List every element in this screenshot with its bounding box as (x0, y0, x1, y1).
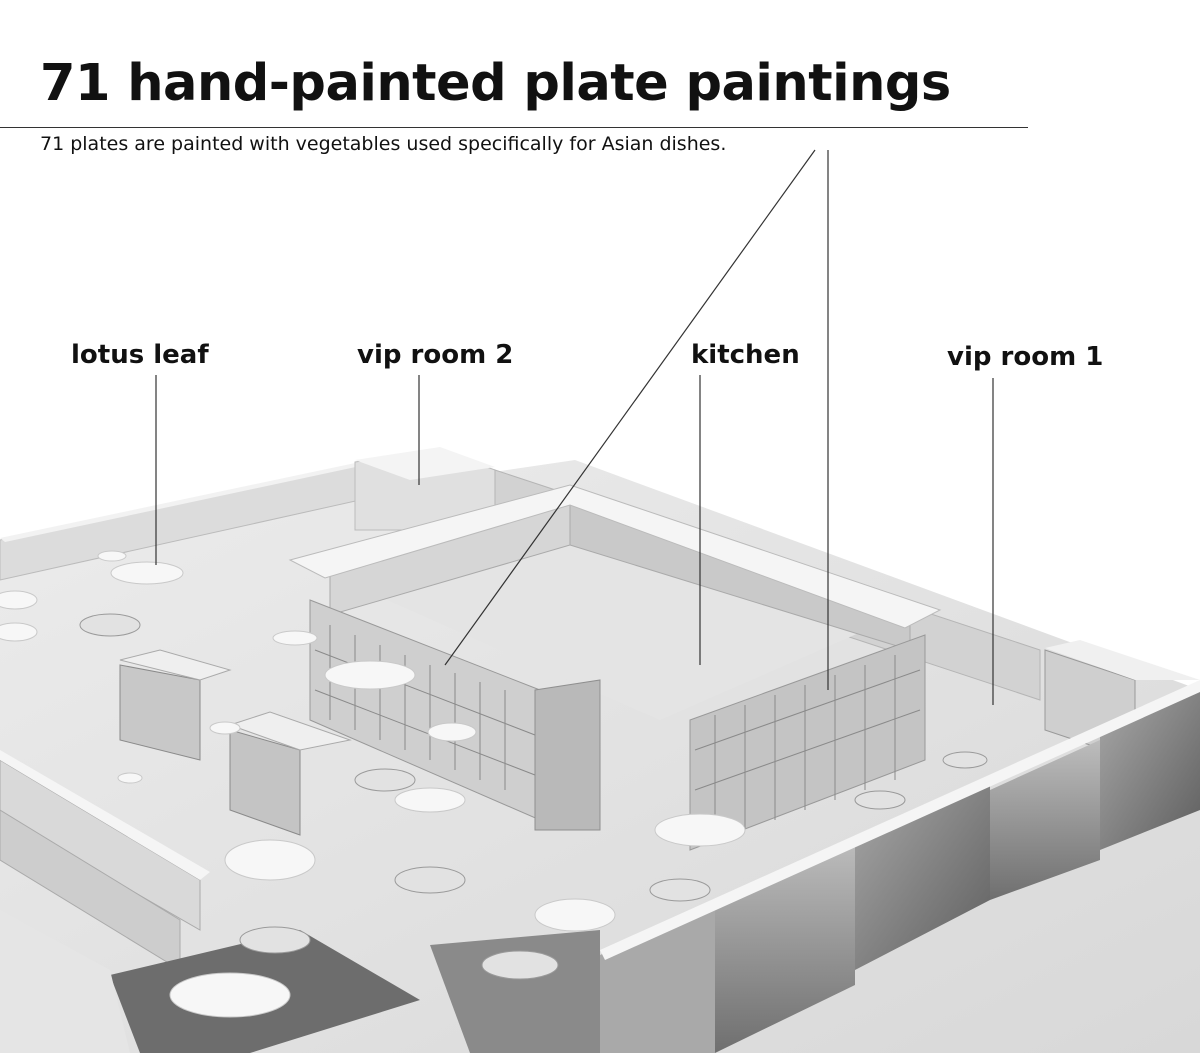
kitchen-column (534, 679, 601, 831)
bookshelf-block-2-top (228, 711, 352, 751)
bar-counter (0, 759, 201, 931)
page-title: 71 hand-painted plate paintings (40, 54, 951, 113)
floor-light-patch (0, 910, 130, 1053)
label-vip-room-2: vip room 2 (357, 340, 514, 370)
dining-tables (79, 613, 988, 980)
bar-counter-top (0, 750, 210, 880)
bookshelf-block-1 (119, 664, 201, 761)
lotus-leaf-sculptures (0, 550, 746, 1018)
floor-shadow-patch-2 (430, 930, 600, 1053)
leader-lines (155, 149, 994, 705)
label-lotus-leaf: lotus leaf (71, 340, 209, 370)
bookshelf-block-2 (229, 729, 301, 836)
page-subtitle: 71 plates are painted with vegetables us… (40, 133, 727, 155)
kitchen-shelf-grid (314, 625, 921, 840)
label-kitchen: kitchen (691, 340, 800, 370)
outer-wall-front-right (990, 740, 1100, 900)
bookshelf-block-1-top (119, 649, 232, 681)
title-divider (0, 127, 1028, 128)
kitchen-top-rim (288, 484, 942, 629)
outer-wall-front-left (600, 905, 715, 1053)
vip-room-2-top (355, 447, 495, 480)
back-wall-left-top (0, 462, 365, 542)
vip-room-1-top (1045, 640, 1200, 680)
outer-wall-top-edge (600, 680, 1200, 960)
label-vip-room-1: vip room 1 (947, 342, 1104, 372)
outer-wall-right (1100, 690, 1200, 850)
